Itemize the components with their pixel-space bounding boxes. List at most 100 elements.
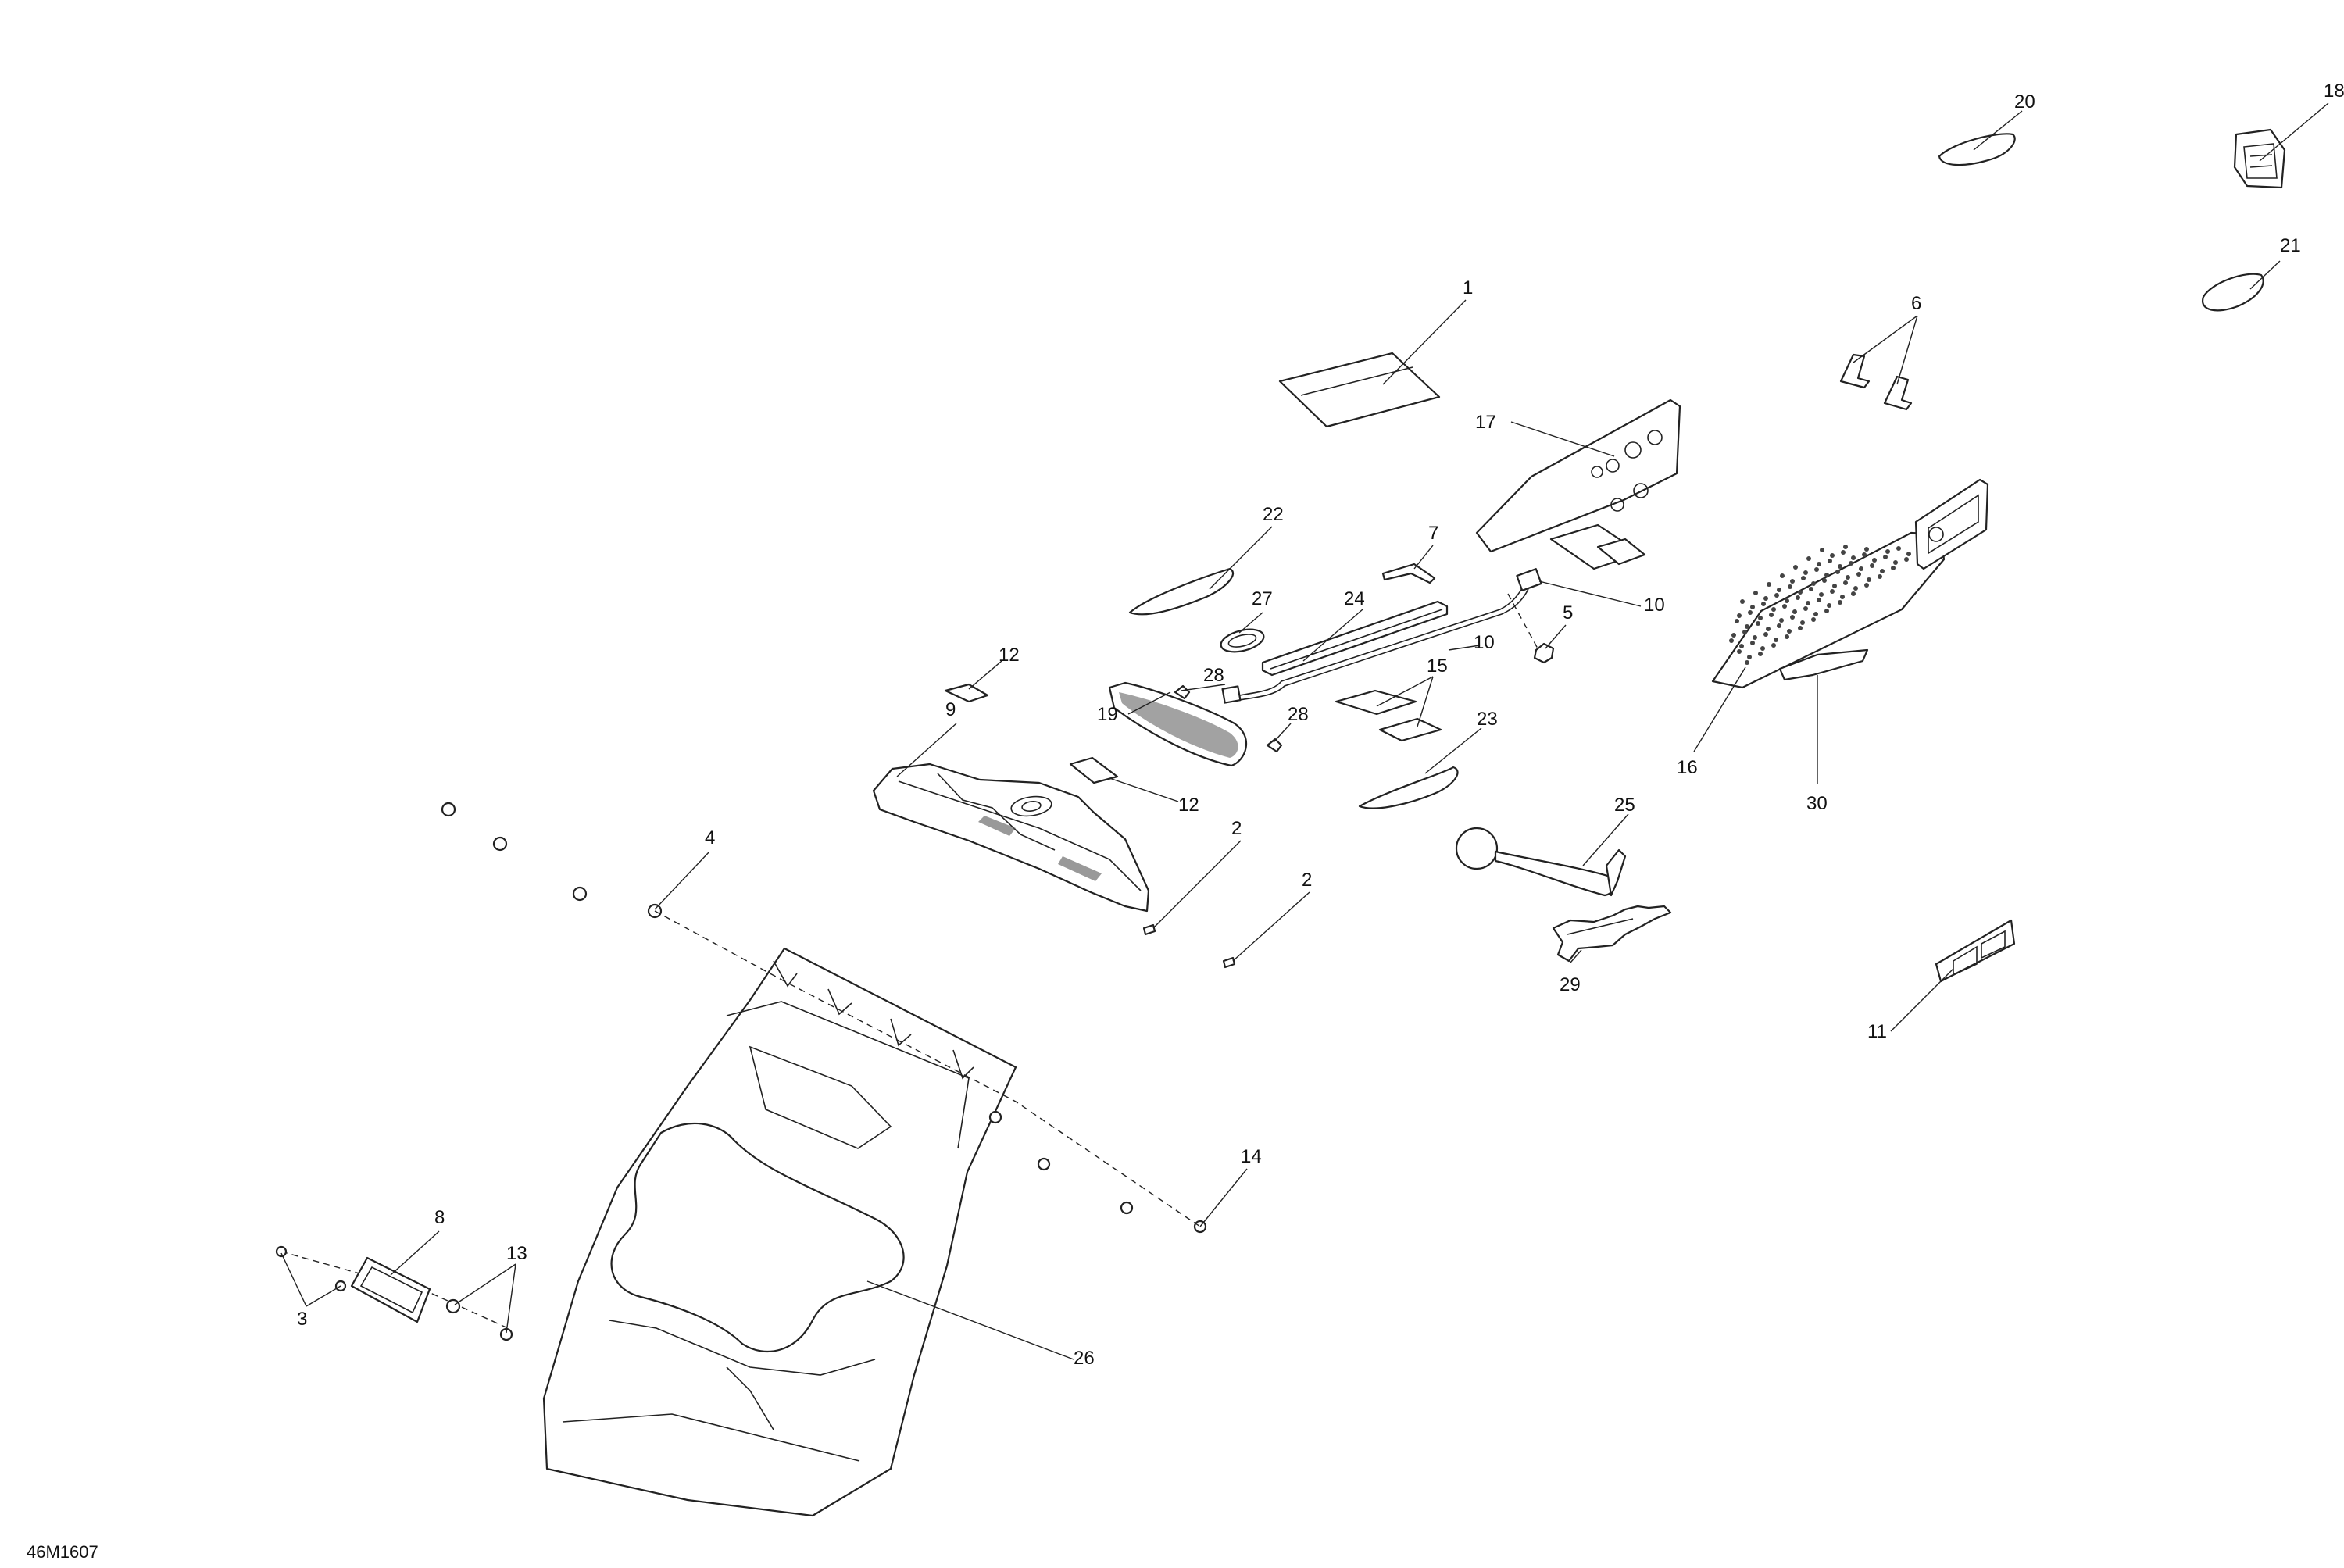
part-17-plate [1475,398,1681,553]
perforation-dot [1827,603,1831,608]
part-24-strip [1261,600,1449,677]
callout-10: 10 [1474,632,1495,653]
perforation-dot [1811,617,1816,622]
part-21-pad [2201,273,2264,312]
perforation-dot [1822,578,1827,583]
perforation-dot [1885,549,1890,554]
part-12-pad-a [944,683,989,703]
assembly-lines [280,910,1201,1329]
part-4-nuts [441,802,663,919]
part-16-perforated-plate [1711,531,1946,689]
part-30-sticker [1778,648,1869,681]
part-17-strip [1549,523,1646,570]
perforation-dot [1843,545,1848,549]
callout-19: 19 [1097,704,1118,725]
perforation-dot [1853,586,1858,591]
part-28-clip-b [1266,738,1283,753]
perforation-dot [1856,572,1861,577]
perforation-dot [1809,587,1813,591]
perforation-dot [1769,613,1774,617]
perforation-dot [1896,546,1901,551]
perforation-dot [1753,635,1757,640]
perforation-dot [1750,605,1755,609]
perforation-dot [1814,567,1819,572]
perforation-dot [1883,555,1888,559]
callout-23: 23 [1477,709,1498,730]
perforation-dot [1864,547,1869,552]
perforation-dot [1803,570,1808,575]
perforation-dot [1835,570,1840,574]
perforation-dot [1846,575,1850,580]
part-1-sheet [1278,352,1441,428]
perforation-dot [1792,609,1797,614]
perforation-dot [1824,609,1829,613]
perforation-dot [1828,559,1832,563]
perforation-dot [1803,606,1808,611]
perforation-dot [1811,581,1816,586]
part-23-pad [1358,766,1459,809]
part-11-plate [1935,919,2016,983]
perforation-dot [1849,561,1853,566]
perforation-dot [1830,553,1835,558]
perforation-dot [1806,601,1810,605]
callout-12: 12 [999,645,1020,666]
perforation-dot [1870,563,1874,568]
perforation-dot [1801,576,1806,580]
perforation-dot [1838,564,1842,569]
perforation-dot [1763,632,1768,637]
perforation-dot [1790,579,1795,584]
perforation-dot [1841,550,1846,555]
callout-24: 24 [1344,588,1365,609]
perforation-dot [1782,604,1787,609]
part-14-washers [988,1110,1207,1234]
part-13-nuts [445,1298,513,1341]
perforation-dot [1867,577,1871,582]
part-10-harness [1221,568,1542,704]
perforation-dot [1796,595,1800,600]
part-2-pin-a [1142,923,1156,936]
perforation-dot [1787,629,1792,634]
perforation-dot [1813,612,1818,616]
perforation-dot [1785,598,1789,603]
perforation-dot [1735,619,1739,623]
perforation-dot [1737,613,1742,618]
perforation-dot [1774,593,1779,598]
callout-15: 15 [1427,655,1448,677]
perforation-dot [1745,624,1749,629]
part-7-bar [1381,563,1436,584]
part-27-emblem [1220,628,1265,653]
perforation-dot [1737,649,1742,654]
perforation-dot [1798,590,1803,595]
part-19-lens [1108,681,1248,767]
perforation-dot [1771,643,1776,648]
perforation-dot [1771,607,1776,612]
perforation-dot [1758,652,1763,656]
callout-22: 22 [1263,504,1284,525]
part-25-mirror [1455,827,1627,897]
perforation-dot [1761,602,1766,606]
part-5-nut [1507,593,1555,664]
callout-28: 28 [1288,704,1309,725]
callout-11: 11 [1867,1021,1887,1042]
callout-1: 1 [1463,277,1473,298]
callout-13: 13 [506,1243,527,1264]
perforation-dot [1756,621,1760,626]
perforation-dot [1893,560,1898,565]
callout-labels: 1 2 2 3 4 5 6 7 8 9 10 10 11 12 12 13 14… [297,80,2344,1369]
perforation-dot [1748,610,1753,615]
perforation-dot [1739,644,1744,648]
perforation-dot [1872,558,1877,563]
callout-18: 18 [2324,80,2344,102]
perforation-dot [1758,616,1763,620]
perforation-dot [1798,626,1803,630]
callout-4: 4 [705,827,715,848]
perforation-dot [1747,655,1752,659]
perforation-dot [1766,627,1771,631]
callout-14: 14 [1241,1146,1262,1167]
part-2-pin-b [1222,956,1236,969]
perforation-dot [1800,620,1805,625]
perforation-dot [1753,591,1758,595]
part-22-pad [1128,567,1235,616]
callout-28: 28 [1203,665,1224,686]
